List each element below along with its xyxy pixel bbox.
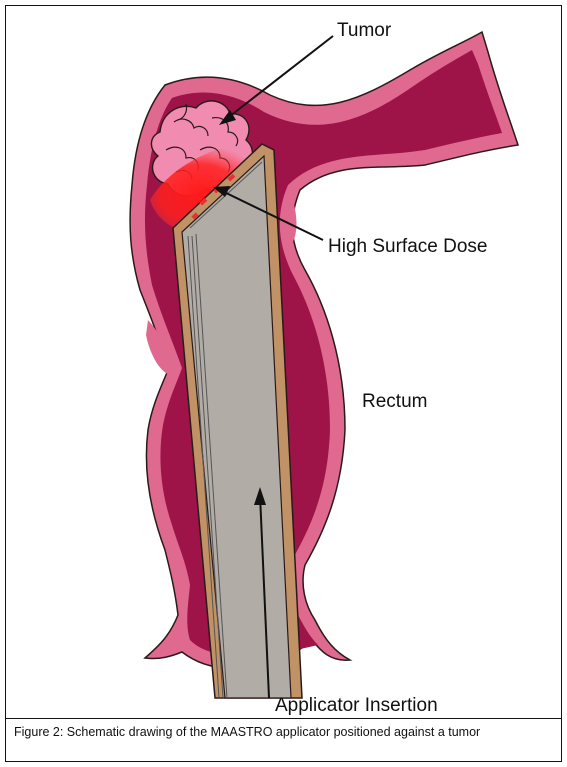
label-high-surface-dose: High Surface Dose (328, 236, 487, 257)
label-applicator-insertion: Applicator Insertion (275, 695, 438, 716)
figure-caption: Figure 2: Schematic drawing of the MAAST… (14, 725, 480, 739)
label-tumor: Tumor (337, 20, 392, 41)
label-rectum: Rectum (362, 391, 427, 412)
caption-frame: Figure 2: Schematic drawing of the MAAST… (5, 719, 562, 762)
